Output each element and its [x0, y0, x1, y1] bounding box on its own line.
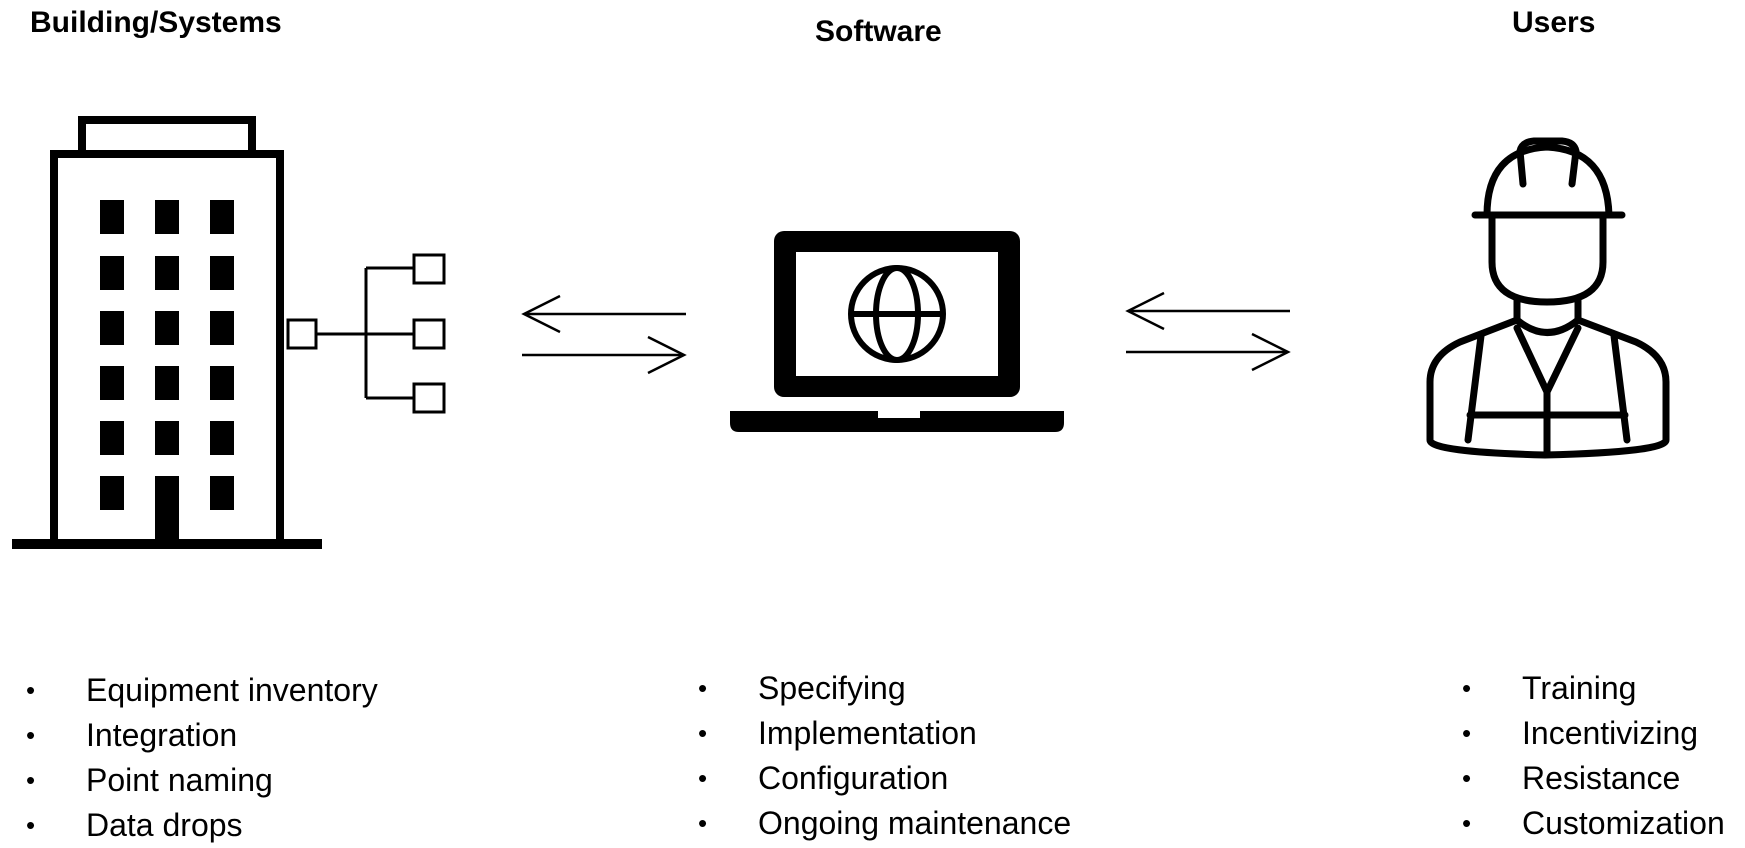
list-item: Integration: [26, 713, 378, 758]
software-list: Specifying Implementation Configuration …: [698, 666, 1071, 846]
list-item: Training: [1462, 666, 1725, 711]
building-systems-title: Building/Systems: [30, 6, 282, 39]
list-item: Customization: [1462, 801, 1725, 846]
users-list: Training Incentivizing Resistance Custom…: [1462, 666, 1725, 846]
list-item: Point naming: [26, 758, 378, 803]
list-item: Resistance: [1462, 756, 1725, 801]
list-item: Equipment inventory: [26, 668, 378, 713]
list-item: Implementation: [698, 711, 1071, 756]
users-title: Users: [1512, 6, 1596, 39]
laptop-globe-icon: [730, 231, 1064, 432]
list-item: Ongoing maintenance: [698, 801, 1071, 846]
building-icon: [12, 116, 446, 549]
list-item: Specifying: [698, 666, 1071, 711]
building-systems-list: Equipment inventory Integration Point na…: [26, 668, 378, 848]
software-title: Software: [815, 15, 942, 48]
bidirectional-arrows-icon: [521, 294, 687, 375]
construction-worker-icon: [1426, 137, 1670, 459]
bidirectional-arrows-icon: [1125, 291, 1291, 372]
list-item: Configuration: [698, 756, 1071, 801]
list-item: Incentivizing: [1462, 711, 1725, 756]
list-item: Data drops: [26, 803, 378, 848]
